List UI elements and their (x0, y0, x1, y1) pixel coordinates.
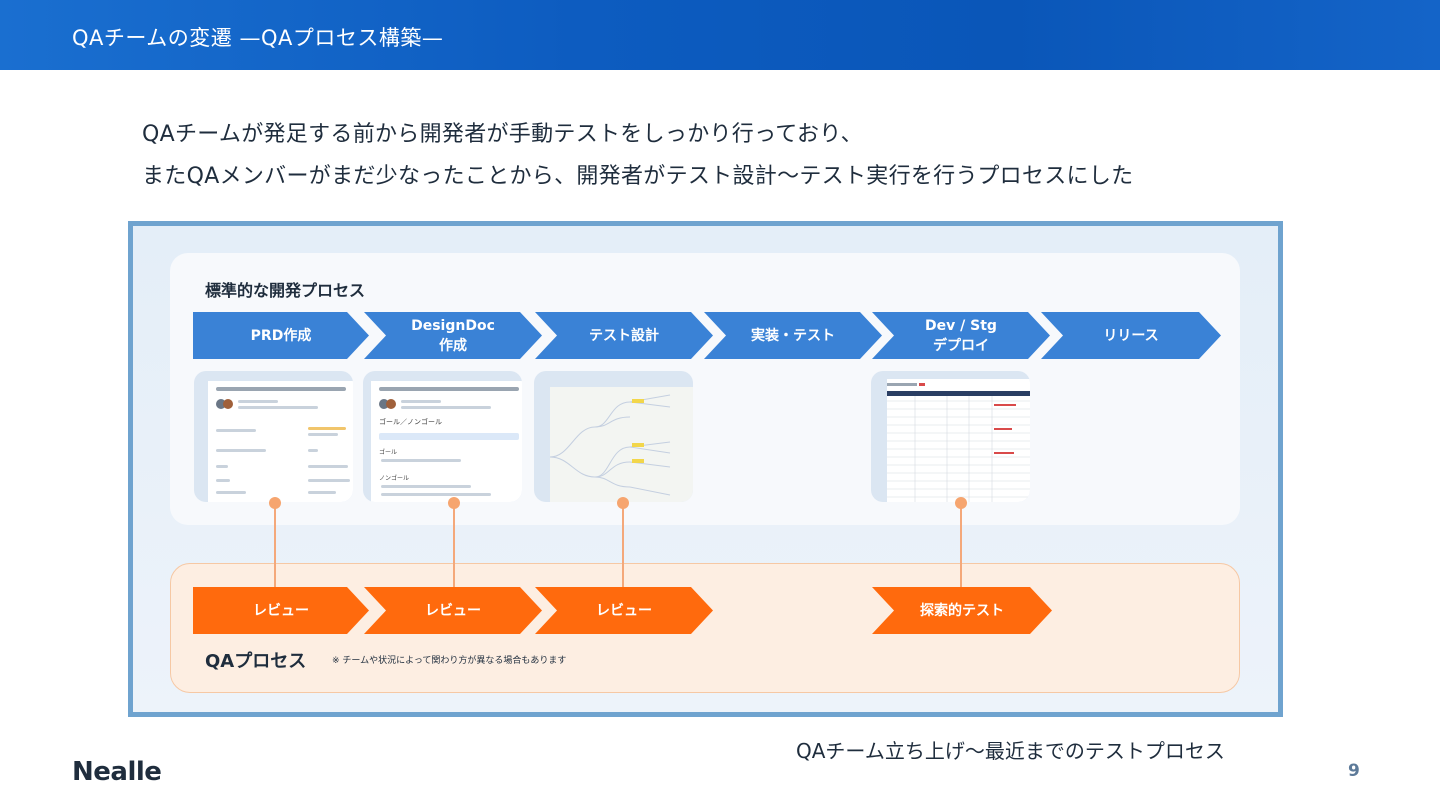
step-label: DesignDoc 作成 (411, 317, 495, 354)
qa-step-exploratory-test: 探索的テスト (872, 587, 1052, 634)
step-label: テスト設計 (589, 327, 659, 344)
step-label: リリース (1103, 327, 1159, 344)
standard-process-title: 標準的な開発プロセス (205, 281, 366, 300)
company-logo: Nealle (72, 757, 162, 787)
page-number: 9 (1348, 761, 1360, 781)
qa-step-review-designdoc: レビュー (364, 587, 542, 634)
step-label: Dev / Stg デプロイ (925, 317, 997, 354)
thumbnail-test-design-mindmap (534, 371, 693, 502)
connector-dot (955, 497, 967, 509)
qa-step-label: レビュー (253, 602, 309, 619)
thumbnail-prd-document (194, 371, 353, 502)
figure-caption: QAチーム立ち上げ〜最近までのテストプロセス (796, 739, 1225, 763)
qa-process-title: QAプロセス (205, 651, 307, 672)
step-test-design: テスト設計 (535, 312, 713, 359)
spreadsheet-graphic (887, 383, 1030, 502)
qa-step-review-test-design: レビュー (535, 587, 713, 634)
step-release: リリース (1041, 312, 1221, 359)
qa-step-label: レビュー (596, 602, 652, 619)
thumbnail-designdoc: ゴール／ノンゴール ゴール ノンゴール (363, 371, 522, 502)
connector-dot (617, 497, 629, 509)
qa-step-review-prd: レビュー (193, 587, 369, 634)
qa-step-label: レビュー (425, 602, 481, 619)
connector-line (622, 502, 624, 587)
lead-text-line-1: QAチームが発足する前から開発者が手動テストをしっかり行っており、 (142, 122, 863, 147)
slide-title: QAチームの変遷 —QAプロセス構築— (72, 26, 444, 50)
thumb-heading: ゴール／ノンゴール (379, 418, 442, 426)
slide-header: QAチームの変遷 —QAプロセス構築— (0, 0, 1440, 70)
step-prd: PRD作成 (193, 312, 369, 359)
connector-dot (269, 497, 281, 509)
connector-line (453, 502, 455, 587)
lead-text-line-2: またQAメンバーがまだ少なったことから、開発者がテスト設計〜テスト実行を行うプロ… (142, 164, 1134, 189)
step-implementation-test: 実装・テスト (704, 312, 882, 359)
qa-step-label: 探索的テスト (920, 602, 1004, 619)
thumb-heading: ゴール (379, 449, 398, 456)
step-label: 実装・テスト (751, 327, 835, 344)
step-deploy: Dev / Stg デプロイ (872, 312, 1050, 359)
thumbnail-test-spreadsheet (871, 371, 1030, 502)
mindmap-graphic (549, 394, 671, 496)
step-designdoc: DesignDoc 作成 (364, 312, 542, 359)
step-label: PRD作成 (250, 327, 312, 344)
connector-line (960, 502, 962, 587)
connector-dot (448, 497, 460, 509)
qa-process-note: ※ チームや状況によって関わり方が異なる場合もあります (332, 656, 567, 666)
connector-line (274, 502, 276, 587)
thumb-heading: ノンゴール (379, 475, 410, 482)
